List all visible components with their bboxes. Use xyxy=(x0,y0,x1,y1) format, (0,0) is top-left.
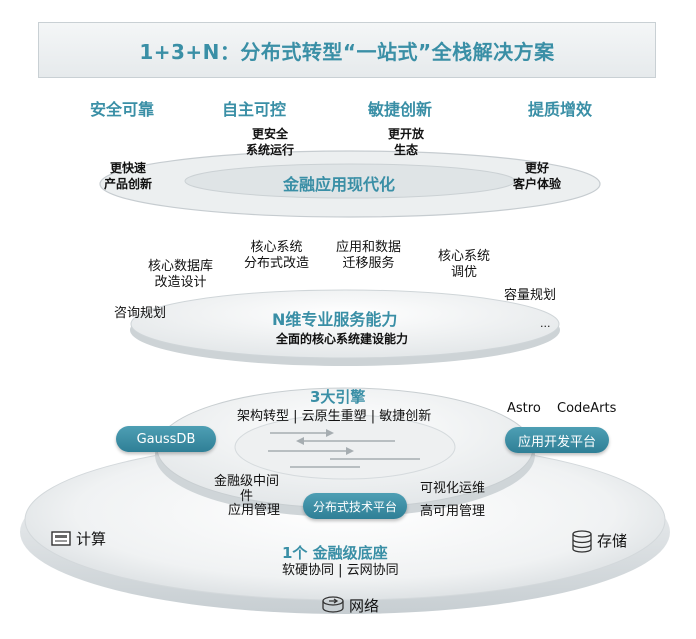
storage-label: 存储 xyxy=(597,532,628,550)
gaussdb-pill: GaussDB xyxy=(116,426,216,452)
engine-core xyxy=(234,414,456,480)
top-ring-inner xyxy=(184,163,516,199)
base-subtitle: 软硬协同 | 云网协同 xyxy=(282,563,399,578)
engines-title: 3大引擎 xyxy=(310,388,366,406)
page-title: 1+3+N：分布式转型“一站式”全栈解决方案 xyxy=(139,39,555,64)
service-capacity: 容量规划 xyxy=(504,288,557,303)
top-label-security: 更安全 系统运行 xyxy=(246,127,295,157)
distributed-platform-pill: 分布式技术平台 xyxy=(303,493,407,519)
services-disc xyxy=(130,289,560,359)
pillar-security: 安全可靠 xyxy=(90,100,155,119)
pillar-agility: 敏捷创新 xyxy=(368,100,433,119)
services-subtitle: 全面的核心系统建设能力 xyxy=(276,332,409,346)
label-visual-ops: 可视化运维 xyxy=(420,481,486,496)
title-bar: 1+3+N：分布式转型“一站式”全栈解决方案 xyxy=(38,22,656,78)
service-db-design: 核心数据库 改造设计 xyxy=(148,259,214,290)
label-middleware: 金融级中间 件 xyxy=(214,474,280,504)
compute-label: 计算 xyxy=(76,530,107,548)
product-astro: Astro xyxy=(507,401,541,416)
label-app-management: 应用管理 xyxy=(228,503,281,518)
app-dev-platform-pill: 应用开发平台 xyxy=(505,427,609,453)
network-icon xyxy=(322,596,344,613)
service-migration: 应用和数据 迁移服务 xyxy=(336,240,402,271)
engines-subtitle: 架构转型 | 云原生重塑 | 敏捷创新 xyxy=(237,409,432,424)
service-consulting: 咨询规划 xyxy=(114,306,167,321)
product-codearts: CodeArts xyxy=(557,401,617,416)
compute-icon xyxy=(51,531,71,546)
top-label-open: 更开放 生态 xyxy=(388,127,425,157)
storage-icon xyxy=(572,530,592,553)
top-label-experience: 更好 客户体验 xyxy=(513,161,562,191)
network-label: 网络 xyxy=(349,597,380,615)
services-title: N维专业服务能力 xyxy=(272,310,398,329)
pillar-autonomy: 自主可控 xyxy=(222,100,287,119)
service-more: ... xyxy=(540,317,551,330)
service-core-distributed: 核心系统 分布式改造 xyxy=(244,240,310,271)
base-title: 1个 金融级底座 xyxy=(282,544,388,562)
top-label-fast: 更快速 产品创新 xyxy=(104,161,153,191)
motion-lines xyxy=(268,429,420,468)
service-tuning: 核心系统 调优 xyxy=(438,249,491,280)
label-ha-management: 高可用管理 xyxy=(420,504,486,519)
pillar-efficiency: 提质增效 xyxy=(528,100,593,119)
top-ring-center: 金融应用现代化 xyxy=(283,175,396,194)
